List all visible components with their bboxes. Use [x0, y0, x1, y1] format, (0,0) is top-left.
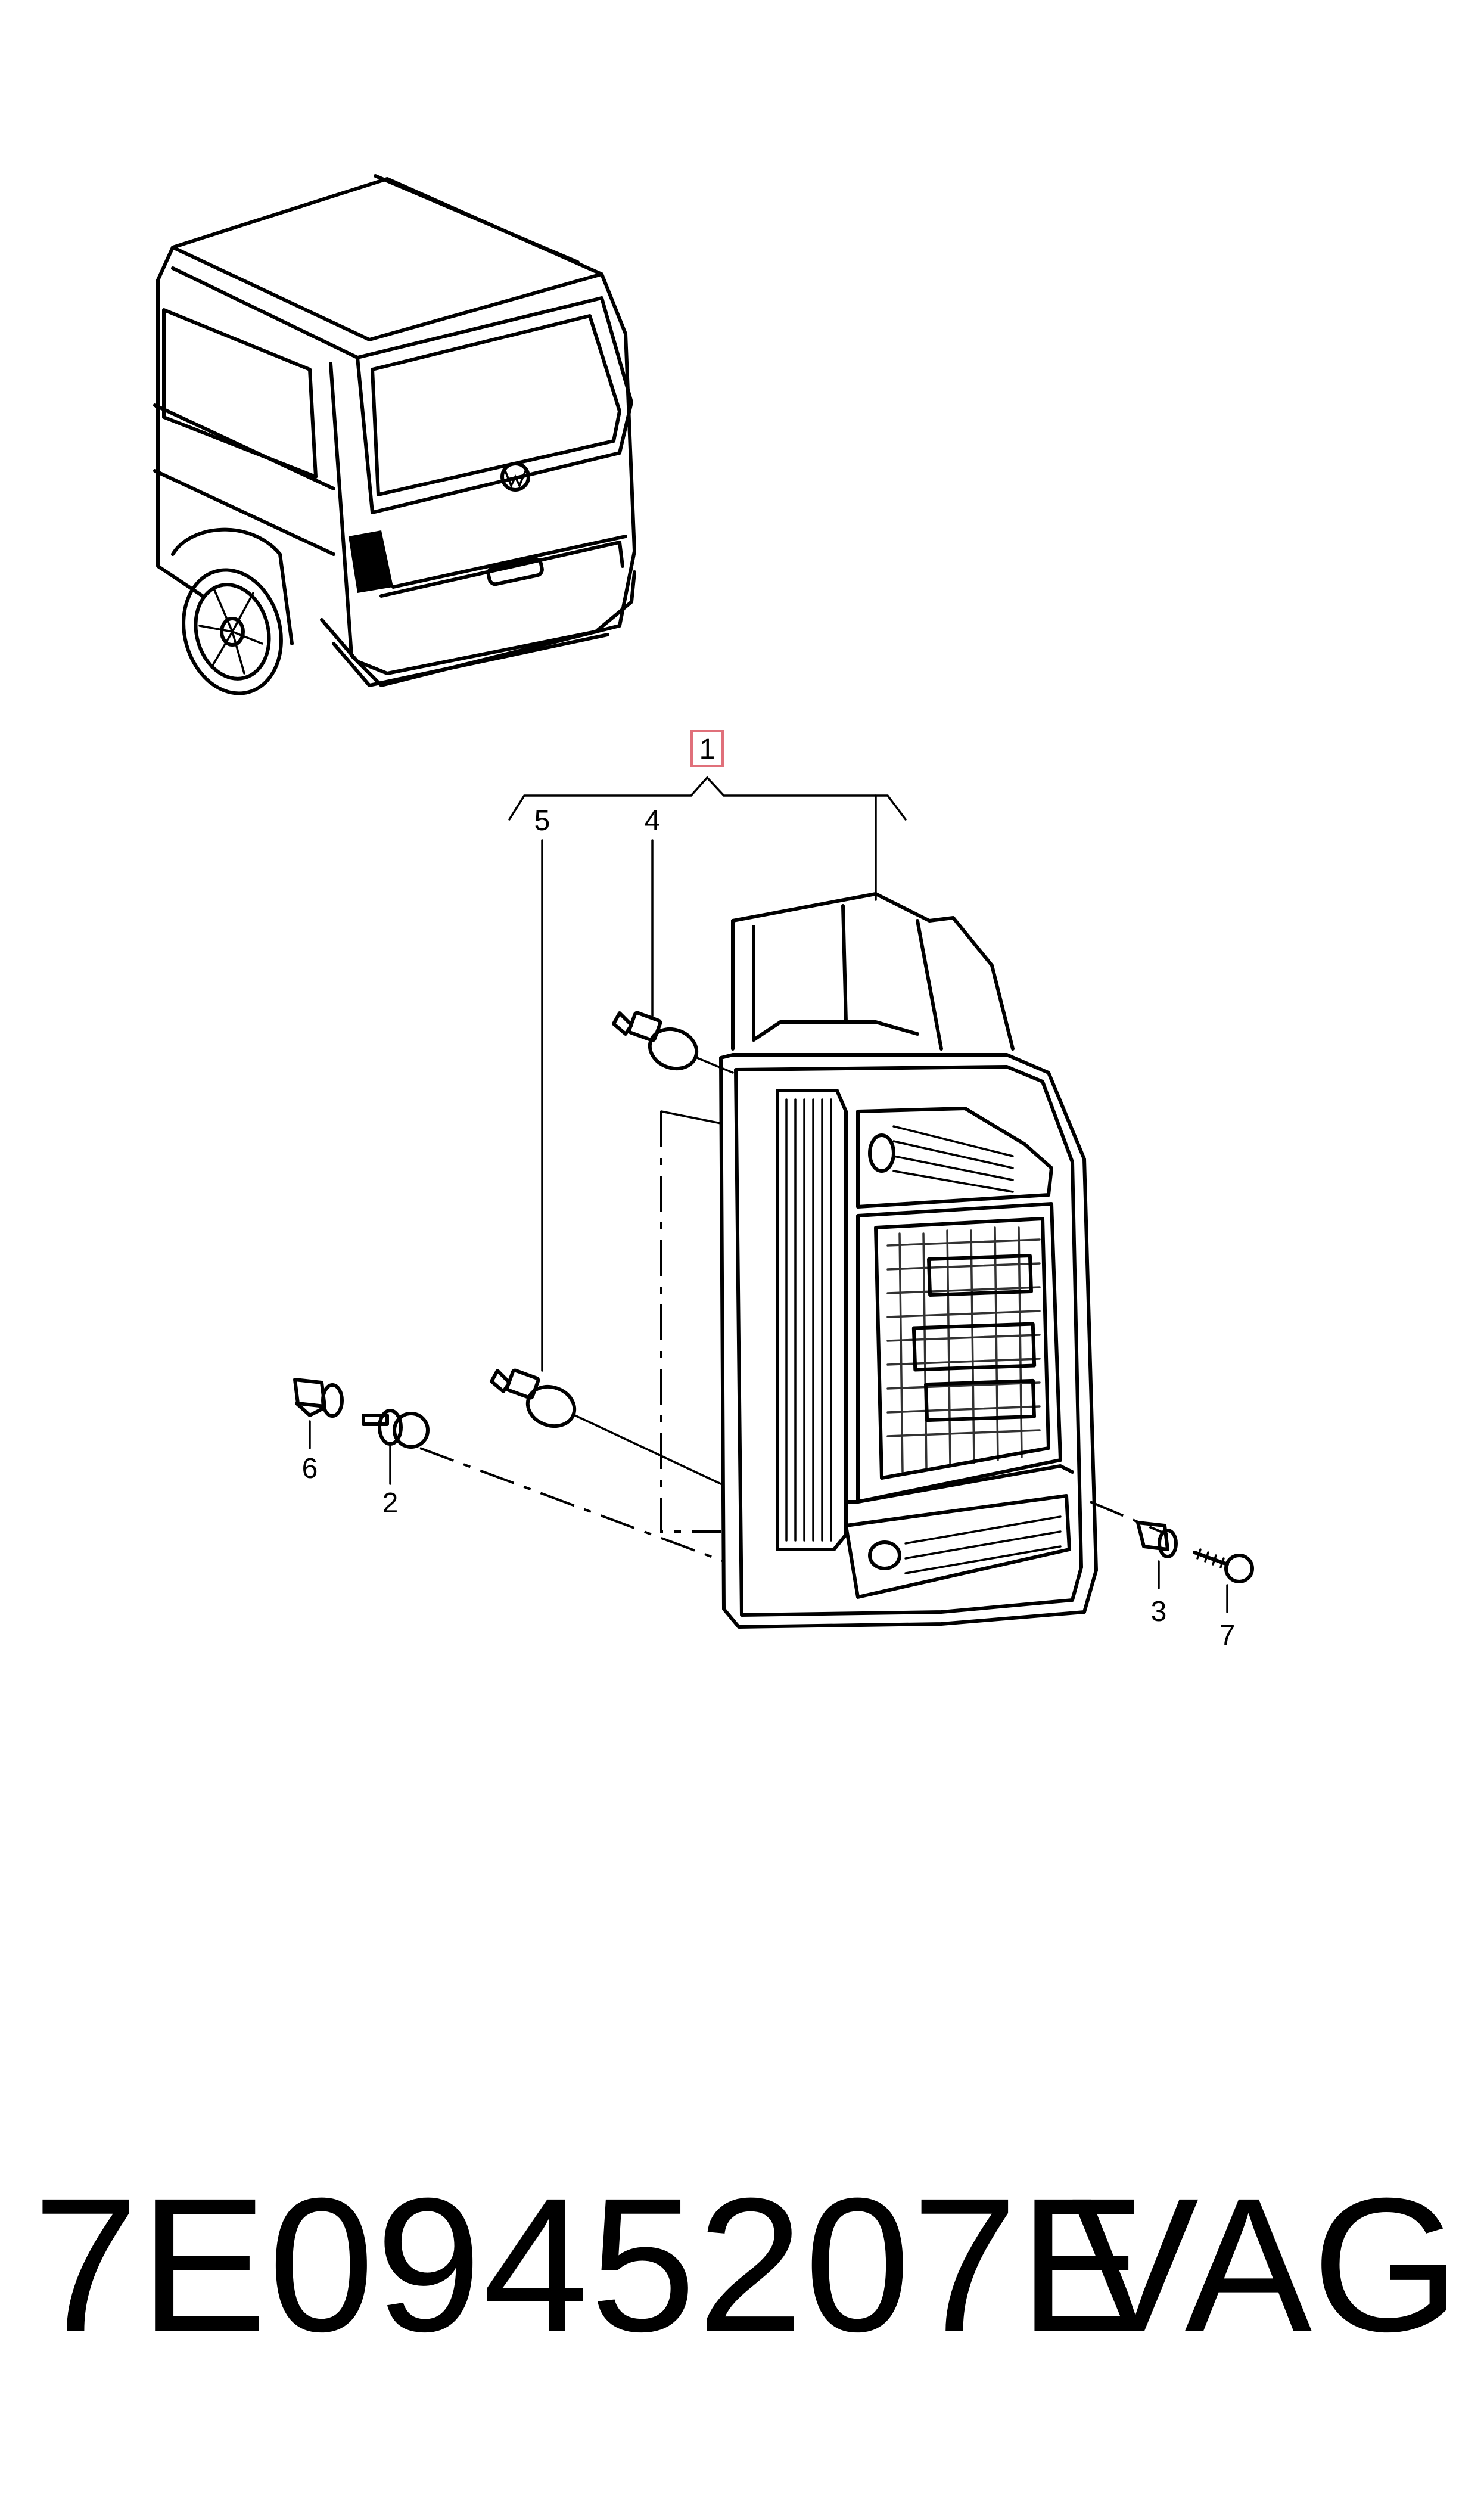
clip-3-icon: [1136, 1521, 1178, 1558]
callout-2-label: 2: [382, 1487, 399, 1519]
brand-label: VAG: [1071, 2158, 1460, 2371]
grommet-6-icon: [293, 1378, 344, 1418]
tail-light-assembly: [719, 892, 1098, 1629]
bulb-4-icon: [612, 1011, 734, 1074]
alignment-line-right: [1090, 1501, 1168, 1536]
callout-3-label: 3: [1151, 1596, 1167, 1627]
callout-5-label: 5: [534, 805, 550, 837]
callout-4-label: 4: [645, 805, 661, 837]
callout-1-bracket: 1: [508, 730, 907, 901]
callout-1-label: 1: [699, 734, 715, 765]
callout-1-box: [690, 730, 724, 767]
alignment-line-vertical: [660, 1111, 721, 1533]
screw-7-icon: [1193, 1548, 1254, 1583]
callout-7-label: 7: [1219, 1620, 1236, 1651]
alignment-line-diagonal: [419, 1447, 724, 1563]
screw-2-icon: [362, 1409, 430, 1449]
bulb-5-icon: [490, 1368, 722, 1485]
van-illustration: [153, 174, 636, 695]
part-number: 7E0945207E: [33, 2158, 1147, 2371]
callout-6-label: 6: [302, 1453, 318, 1484]
